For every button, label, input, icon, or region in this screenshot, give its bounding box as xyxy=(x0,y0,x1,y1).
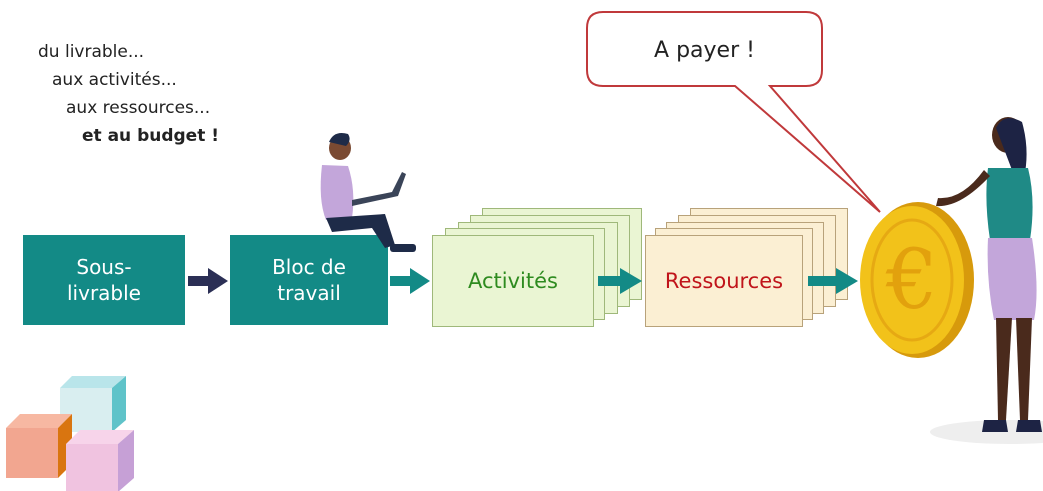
bloc-travail-line-1: Bloc de xyxy=(272,255,346,279)
bubble-text: A payer ! xyxy=(654,37,755,63)
woman-figure-icon xyxy=(930,117,1043,444)
arrow-bloc-to-activites xyxy=(390,268,430,294)
arrow-activites-to-ressources xyxy=(598,268,642,294)
cubes-decoration-icon xyxy=(6,376,134,491)
intro-line-2: aux activités... xyxy=(52,70,177,90)
euro-coin-icon xyxy=(860,202,974,358)
activites-card-front xyxy=(432,235,594,327)
bloc-travail-line-2: travail xyxy=(277,281,341,305)
sous-livrable-box: Sous- livrable xyxy=(23,235,185,325)
sous-livrable-line-2: livrable xyxy=(67,281,141,305)
activites-label: Activités xyxy=(468,269,558,293)
bloc-travail-box: Bloc de travail xyxy=(230,235,388,325)
intro-line-3: aux ressources... xyxy=(66,98,211,118)
person-laptop-icon xyxy=(320,133,416,252)
ressources-card-front xyxy=(645,235,803,327)
intro-line-4: et au budget ! xyxy=(82,126,220,146)
sous-livrable-line-1: Sous- xyxy=(76,255,132,279)
arrow-ressources-to-coin xyxy=(808,268,858,294)
ressources-label: Ressources xyxy=(664,269,784,293)
euro-symbol: € xyxy=(885,232,939,328)
intro-line-1: du livrable... xyxy=(38,42,145,62)
arrow-sous-livrable-to-bloc xyxy=(188,268,228,294)
